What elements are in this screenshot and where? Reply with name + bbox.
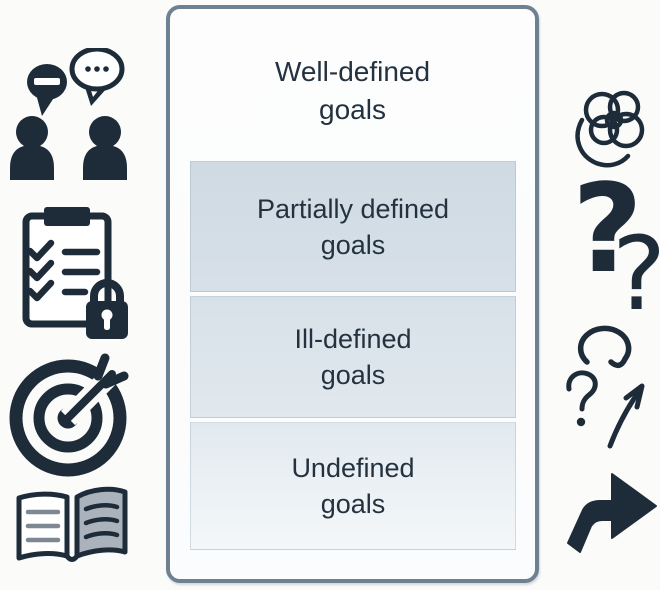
bold-right-arrow-icon xyxy=(564,464,660,566)
tangled-scribble-icon xyxy=(566,80,658,172)
panel-title: Well-defined goals xyxy=(170,53,535,129)
panel-title-line1: Well-defined xyxy=(274,56,431,87)
target-arrow-icon xyxy=(8,352,140,482)
level-partially-defined-goals: Partially defined goals xyxy=(190,161,516,292)
level-undefined-goals: Undefined goals xyxy=(190,422,516,550)
question-marks-icon: ? ? xyxy=(572,168,660,326)
panel-title-line2: goals xyxy=(319,94,386,125)
open-book-icon xyxy=(14,482,130,570)
level-label: Ill-defined goals xyxy=(294,324,412,390)
loop-question-arrow-icon xyxy=(556,318,660,450)
small-question-mark: ? xyxy=(612,224,660,326)
checklist-lock-icon xyxy=(20,200,155,346)
goals-panel: Well-defined goals Partially defined goa… xyxy=(166,5,539,583)
level-ill-defined-goals: Ill-defined goals xyxy=(190,296,516,418)
conversation-icon xyxy=(8,48,138,180)
large-question-mark: ? xyxy=(572,158,643,300)
level-label: Undefined goals xyxy=(291,453,415,519)
level-label: Partially defined goals xyxy=(256,193,450,260)
